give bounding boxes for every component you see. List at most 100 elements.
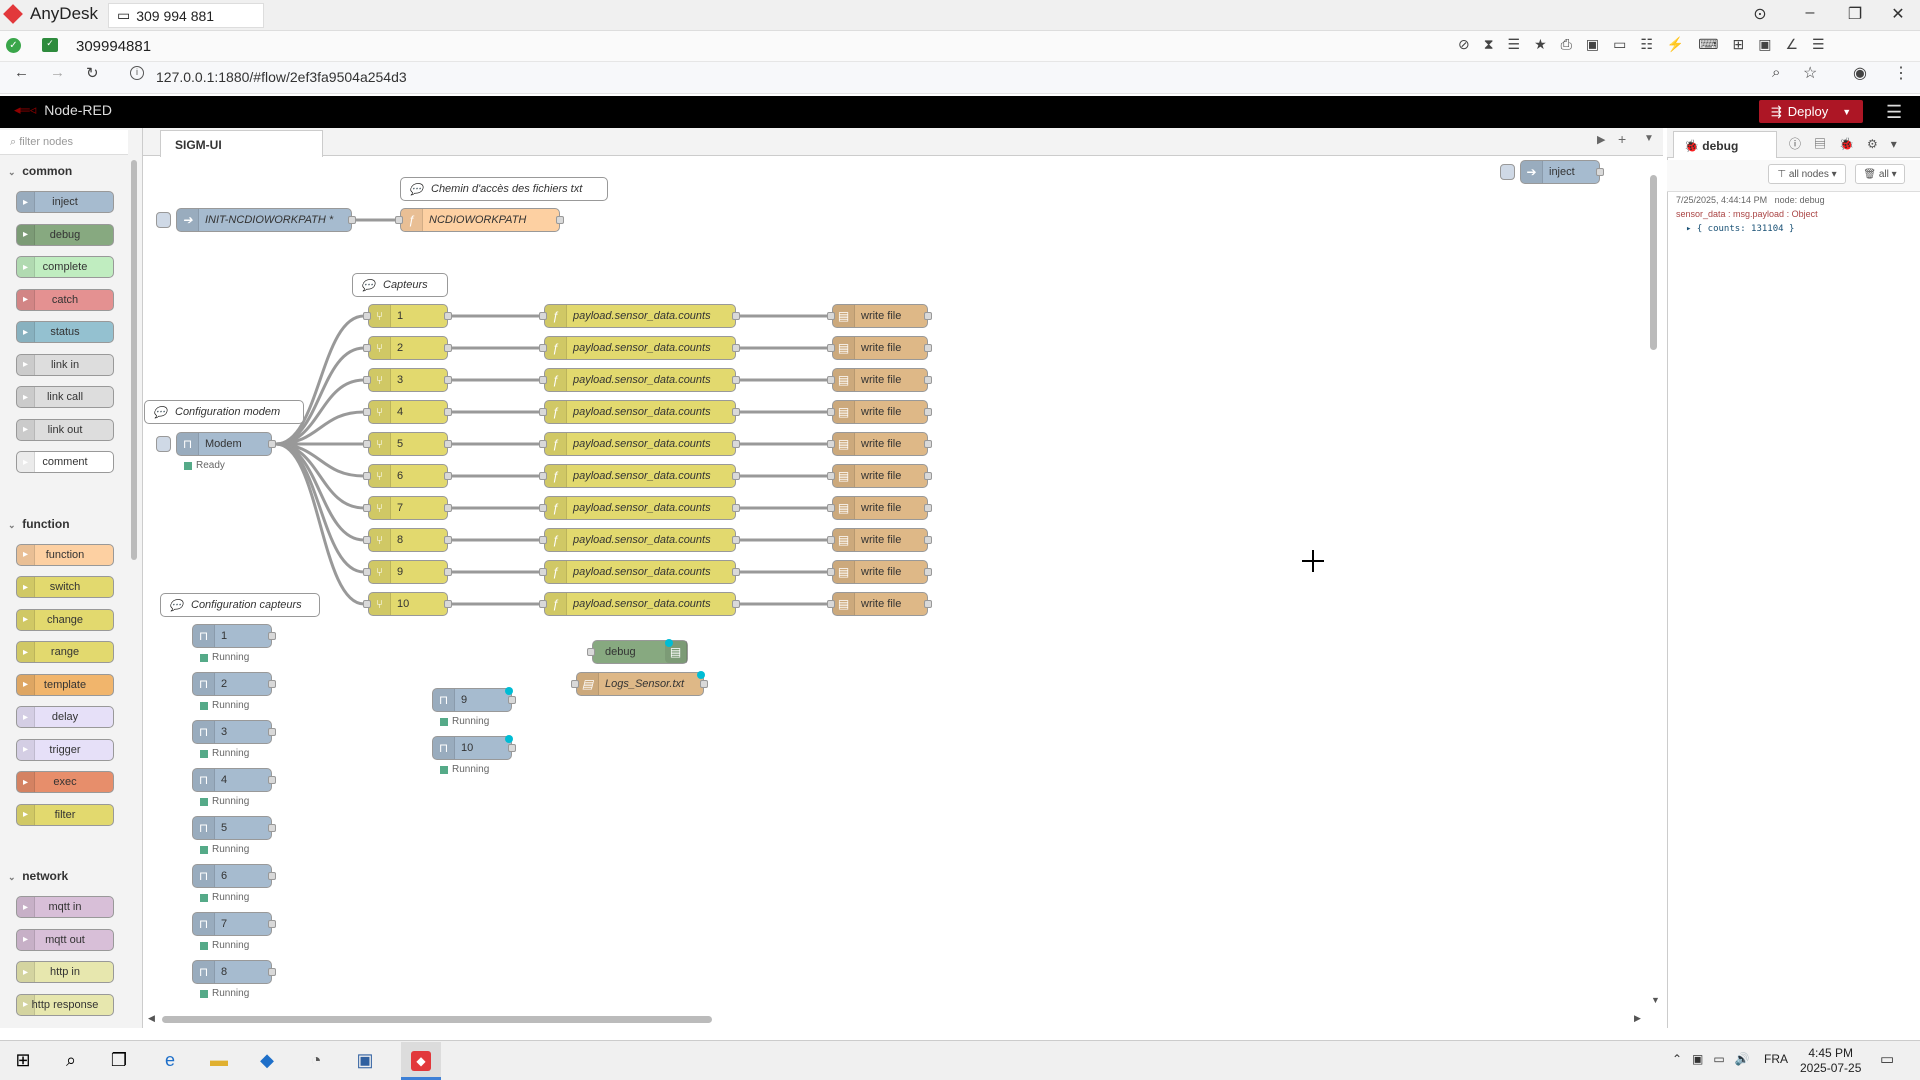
switch-node-1[interactable]: ⑂1	[368, 304, 448, 328]
input-port[interactable]	[363, 600, 371, 608]
language-indicator[interactable]: FRA	[1764, 1052, 1788, 1066]
anydesk-taskbar-button[interactable]: ◆	[401, 1042, 441, 1080]
palette-node-link-out[interactable]: ▸link out	[16, 418, 114, 441]
sensor-node-9[interactable]: ⊓9	[432, 688, 512, 712]
write-file-node-6[interactable]: ▤write file	[832, 464, 928, 488]
tab-scroll-right-icon[interactable]: ▶	[1597, 134, 1606, 146]
output-port[interactable]	[924, 600, 932, 608]
palette-node-link-call[interactable]: ▸link call	[16, 386, 114, 408]
switch-node-8[interactable]: ⑂8	[368, 528, 448, 552]
comment-config-modem[interactable]: 💬Configuration modem	[144, 400, 304, 424]
output-port[interactable]	[732, 312, 740, 320]
nodered-menu-icon[interactable]: ☰	[1886, 102, 1903, 122]
write-file-node-7[interactable]: ▤write file	[832, 496, 928, 520]
output-port[interactable]	[732, 600, 740, 608]
output-port[interactable]	[556, 216, 564, 224]
palette-node-mqtt-out[interactable]: ▸mqtt out	[16, 928, 114, 951]
notifications-icon[interactable]: ▭	[1880, 1051, 1895, 1068]
input-port[interactable]	[539, 440, 547, 448]
sensor-node-8[interactable]: ⊓8	[192, 960, 272, 984]
input-port[interactable]	[363, 536, 371, 544]
input-port[interactable]	[539, 536, 547, 544]
write-file-node-2[interactable]: ▤write file	[832, 336, 928, 360]
deploy-dropdown-icon[interactable]: ▼	[1842, 106, 1852, 117]
palette-node-filter[interactable]: ▸filter	[16, 803, 114, 826]
anydesk-session-tab[interactable]: ▭ 309 994 881	[108, 3, 264, 28]
canvas-vscrollbar[interactable]	[1650, 175, 1657, 350]
input-port[interactable]	[363, 344, 371, 352]
inject-node[interactable]: ➔inject	[1520, 160, 1600, 184]
output-port[interactable]	[444, 600, 452, 608]
palette-node-exec[interactable]: ▸exec	[16, 771, 114, 793]
palette-node-inject[interactable]: ▸inject	[16, 191, 114, 213]
input-port[interactable]	[827, 312, 835, 320]
task-view-icon[interactable]: ❐	[110, 1049, 128, 1070]
input-port[interactable]	[539, 472, 547, 480]
input-port[interactable]	[539, 408, 547, 416]
scroll-right-icon[interactable]: ▶	[1634, 1013, 1641, 1023]
switch-node-4[interactable]: ⑂4	[368, 400, 448, 424]
output-port[interactable]	[508, 744, 516, 752]
input-port[interactable]	[587, 648, 595, 656]
output-port[interactable]	[732, 504, 740, 512]
palette-node-catch[interactable]: ▸catch	[16, 288, 114, 311]
sensor-node-7[interactable]: ⊓7	[192, 912, 272, 936]
input-port[interactable]	[827, 408, 835, 416]
input-port[interactable]	[539, 376, 547, 384]
tab-debug[interactable]: 🐞 debug	[1673, 131, 1777, 158]
output-port[interactable]	[444, 408, 452, 416]
output-port[interactable]	[924, 408, 932, 416]
write-file-node-5[interactable]: ▤write file	[832, 432, 928, 456]
palette-node-link-in[interactable]: ▸link in	[16, 353, 114, 376]
palette-category-function[interactable]: ⌄ function	[8, 517, 70, 531]
input-port[interactable]	[363, 472, 371, 480]
palette-node-mqtt-in[interactable]: ▸mqtt in	[16, 896, 114, 918]
output-port[interactable]	[732, 408, 740, 416]
input-port[interactable]	[539, 600, 547, 608]
output-port[interactable]	[444, 312, 452, 320]
sensor-node-10[interactable]: ⊓10	[432, 736, 512, 760]
output-port[interactable]	[268, 920, 276, 928]
output-port[interactable]	[924, 504, 932, 512]
windows-start-icon[interactable]: ⊞	[15, 1049, 31, 1070]
switch-node-10[interactable]: ⑂10	[368, 592, 448, 616]
restore-icon[interactable]: ❐	[1847, 6, 1863, 23]
site-info-icon[interactable]: i	[130, 66, 144, 80]
output-port[interactable]	[700, 680, 708, 688]
profile-icon[interactable]: ◉	[1853, 65, 1867, 82]
url-bar[interactable]: 127.0.0.1:1880/#flow/2ef3fa9504a254d3	[156, 69, 407, 85]
output-port[interactable]	[732, 440, 740, 448]
write-file-node-4[interactable]: ▤write file	[832, 400, 928, 424]
flow-list-icon[interactable]: ▼	[1644, 133, 1654, 144]
comment-chemin[interactable]: 💬Chemin d'accès des fichiers txt	[400, 177, 608, 201]
app-icon-1[interactable]: ◆	[260, 1049, 274, 1070]
switch-node-6[interactable]: ⑂6	[368, 464, 448, 488]
input-port[interactable]	[539, 312, 547, 320]
output-port[interactable]	[924, 440, 932, 448]
output-port[interactable]	[732, 376, 740, 384]
output-port[interactable]	[268, 872, 276, 880]
close-icon[interactable]: ✕	[1891, 6, 1905, 23]
output-port[interactable]	[268, 680, 276, 688]
input-port[interactable]	[827, 536, 835, 544]
palette-category-network[interactable]: ⌄ network	[8, 869, 68, 883]
output-port[interactable]	[268, 440, 276, 448]
sensor-node-4[interactable]: ⊓4	[192, 768, 272, 792]
input-port[interactable]	[539, 344, 547, 352]
inject-trigger-button[interactable]	[1500, 164, 1515, 180]
output-port[interactable]	[924, 472, 932, 480]
sensor-node-2[interactable]: ⊓2	[192, 672, 272, 696]
input-port[interactable]	[539, 504, 547, 512]
logs-sensor-node[interactable]: ▤Logs_Sensor.txt	[576, 672, 704, 696]
sensor-node-1[interactable]: ⊓1	[192, 624, 272, 648]
output-port[interactable]	[924, 312, 932, 320]
comment-config-capteurs[interactable]: 💬Configuration capteurs	[160, 593, 320, 617]
palette-node-delay[interactable]: ▸delay	[16, 706, 114, 728]
output-port[interactable]	[444, 344, 452, 352]
output-port[interactable]	[732, 568, 740, 576]
output-port[interactable]	[268, 824, 276, 832]
modem-node[interactable]: ⊓Modem	[176, 432, 272, 456]
output-port[interactable]	[1596, 168, 1604, 176]
palette-node-http-in[interactable]: ▸http in	[16, 961, 114, 983]
